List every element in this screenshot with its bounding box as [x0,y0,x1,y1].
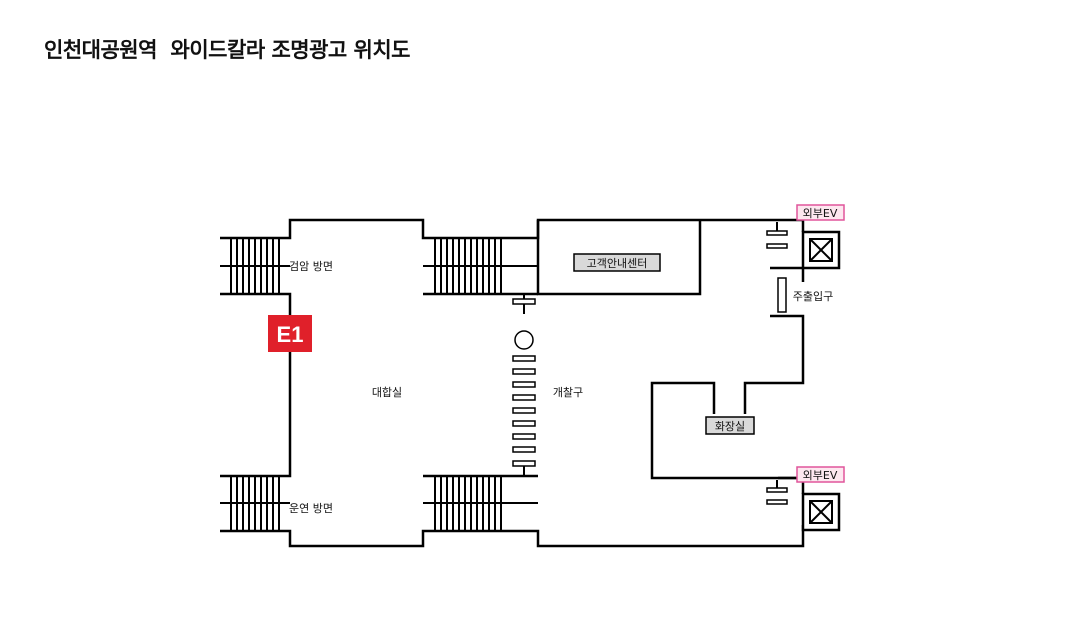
elevator-icon [801,230,841,270]
escalator-left-top [220,238,290,294]
escalator-left-bottom [220,476,290,531]
page-title: 인천대공원역 와이드칼라 조명광고 위치도 [44,38,411,62]
ev-gates [766,230,788,505]
service-center-label: 고객안내센터 [587,257,648,270]
ev-tag-bottom: 외부EV [803,469,838,482]
escalator-center-bottom [423,476,538,531]
escalator-center-top [423,238,538,294]
geomam-direction-label: 검암 방면 [289,260,333,273]
ad-marker-e1 [268,315,312,352]
ticket-gates [512,298,536,467]
wall-bottom [220,525,805,548]
ad-marker-label: E1 [277,322,304,347]
restroom-label: 화장실 [715,420,745,433]
elevator-icon [801,492,841,532]
wall-top-right [778,218,805,232]
wall-top-left [220,218,778,240]
wall-right-corridor [743,314,805,414]
gates-label: 개찰구 [553,386,583,399]
unyeon-direction-label: 운연 방면 [289,502,333,515]
ev-tag-top: 외부EV [803,207,838,220]
main-entrance-label: 주출입구 [793,290,833,303]
wall-left-lower [220,352,292,478]
wall-service-center [536,220,702,296]
concourse-label: 대합실 [372,386,402,399]
wall-left-upper [220,292,292,318]
